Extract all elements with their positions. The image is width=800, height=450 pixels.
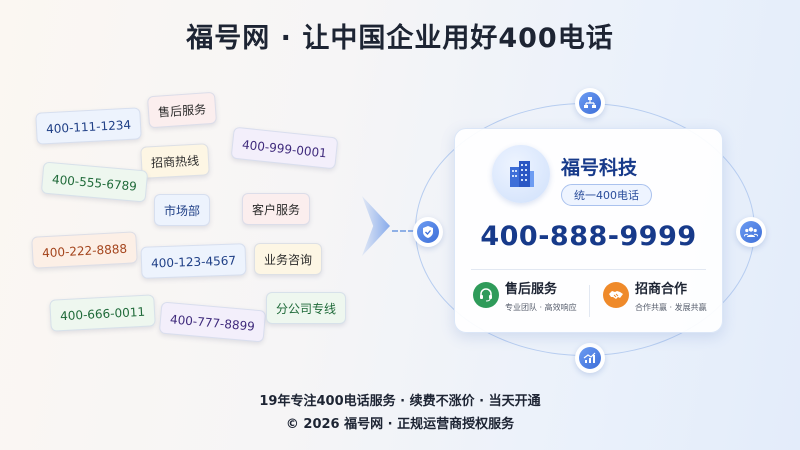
footer-copyright: © 2026 福号网 · 正规运营商授权服务 — [285, 417, 515, 432]
page-title: 福号网 · 让中国企业用好400电话 — [186, 23, 614, 54]
chip-label: 售后服务 — [146, 91, 218, 129]
arrow-icon — [362, 196, 390, 256]
growth-chart-icon — [575, 343, 605, 373]
service-title: 售后服务 — [505, 282, 558, 297]
service-title: 招商合作 — [635, 282, 688, 297]
service-subtitle: 专业团队 · 高效响应 — [505, 303, 577, 312]
shield-icon — [413, 217, 443, 247]
chip-number: 400-123-4567 — [140, 243, 247, 279]
chip-number: 400-555-6789 — [40, 161, 149, 203]
main-phone-number: 400-888-9999 — [480, 221, 697, 252]
brand-name: 福号科技 — [561, 157, 638, 179]
org-chart-icon — [575, 88, 605, 118]
footer-slogan: 19年专注400电话服务 · 续费不涨价 · 当天开通 — [259, 394, 541, 409]
chip-number: 400-666-0011 — [49, 294, 156, 332]
service-partnership: 招商合作 合作共赢 · 发展共赢 — [603, 282, 707, 313]
service-separator — [589, 285, 590, 317]
chip-number: 400-111-1234 — [35, 107, 142, 145]
chip-label: 客户服务 — [242, 193, 311, 225]
chip-number: 400-777-8899 — [158, 301, 267, 343]
chip-number: 400-999-0001 — [230, 126, 339, 170]
chip-label: 市场部 — [154, 194, 211, 226]
chip-label: 业务咨询 — [254, 243, 323, 275]
card-divider — [471, 269, 706, 270]
connector-line — [392, 230, 414, 232]
service-after-sales: 售后服务 专业团队 · 高效响应 — [473, 282, 577, 313]
headset-icon — [473, 282, 499, 308]
unified-number-tag: 统一400电话 — [561, 184, 652, 206]
chip-label: 分公司专线 — [266, 292, 347, 324]
chip-number: 400-222-8888 — [31, 231, 138, 269]
chip-label: 招商热线 — [140, 143, 210, 179]
building-logo-icon — [492, 145, 550, 203]
team-icon — [736, 217, 766, 247]
service-subtitle: 合作共赢 · 发展共赢 — [635, 303, 707, 312]
company-card: 福号科技 统一400电话 400-888-9999 售后服务 专业团队 · 高效… — [454, 128, 723, 333]
handshake-icon — [603, 282, 629, 308]
